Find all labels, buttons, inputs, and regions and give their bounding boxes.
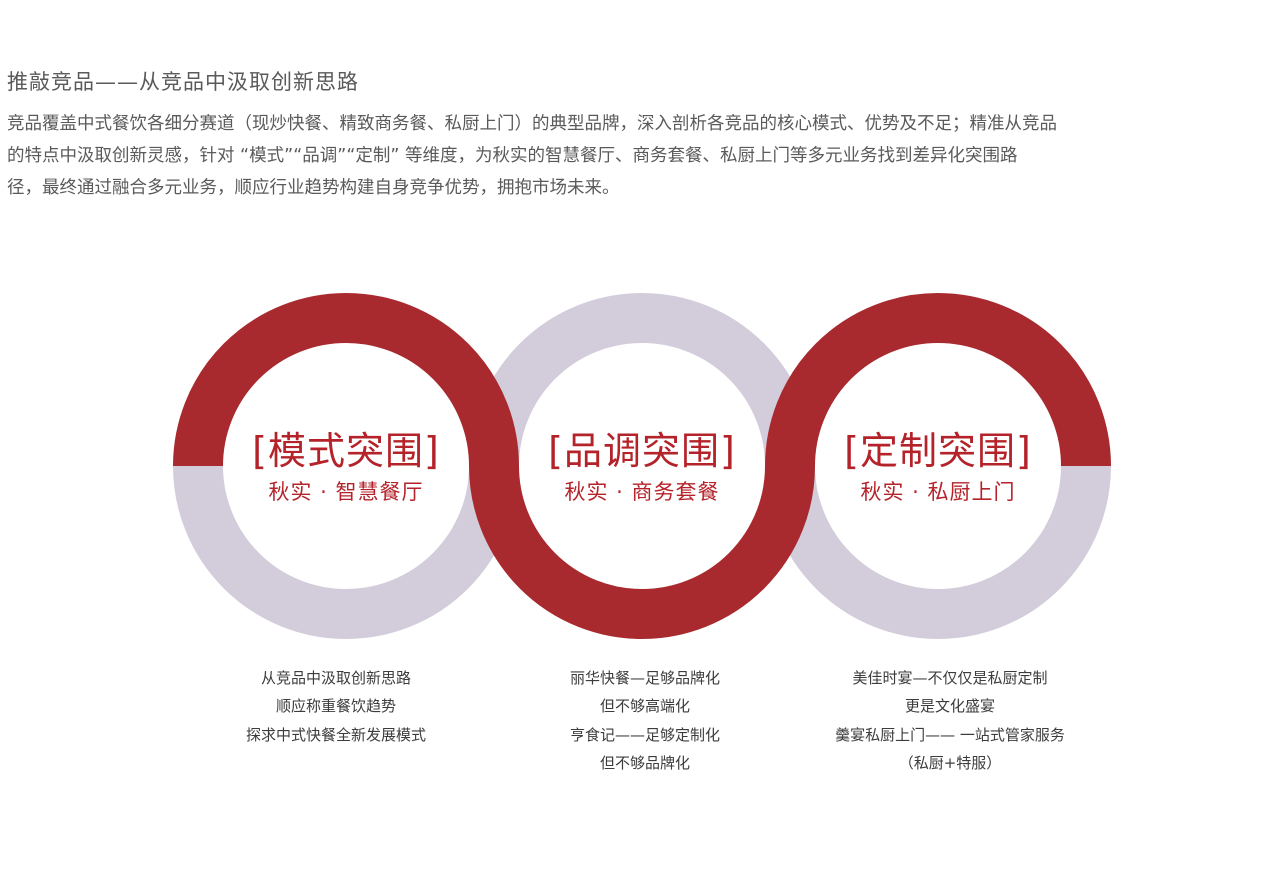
ring-2-title: [品调突围] <box>548 429 736 473</box>
ring-2-notes: 丽华快餐—足够品牌化 但不够高端化 亨食记——足够定制化 但不够品牌化 <box>485 664 805 777</box>
intro-line: 径，最终通过融合多元业务，顺应行业趋势构建自身竞争优势，拥抱市场未来。 <box>7 178 620 198</box>
intro-paragraph: 竞品覆盖中式餐饮各细分赛道（现炒快餐、精致商务餐、私厨上门）的典型品牌，深入剖析… <box>7 108 1281 204</box>
note-line: 从竞品中汲取创新思路 <box>260 669 411 687</box>
ring-3-upper-arc <box>765 293 1111 467</box>
note-line: 丽华快餐—足够品牌化 <box>569 669 720 687</box>
note-line: 更是文化盛宴 <box>904 697 995 716</box>
note-line: （私厨+特服） <box>898 753 1002 772</box>
note-line: 但不够品牌化 <box>599 753 690 772</box>
ring-3-subtitle: 秋实 · 私厨上门 <box>860 480 1016 504</box>
page-title: 推敲竞品——从竞品中汲取创新思路 <box>7 70 359 94</box>
note-line: 顺应称重餐饮趋势 <box>275 697 396 716</box>
intro-line: 的特点中汲取创新灵感，针对 “模式”“品调”“定制” 等维度，为秋实的智慧餐厅、… <box>7 146 1018 166</box>
note-line: 但不够高端化 <box>599 697 690 716</box>
intro-line: 竞品覆盖中式餐饮各细分赛道（现炒快餐、精致商务餐、私厨上门）的典型品牌，深入剖析… <box>7 114 1057 134</box>
ring-3-lower-arc <box>765 465 1111 639</box>
ring-2-label: [品调突围] 秋实 · 商务套餐 <box>512 428 772 507</box>
ring-3-title: [定制突围] <box>844 429 1032 473</box>
ring-2-upper-arc <box>469 293 815 467</box>
ring-1-notes: 从竞品中汲取创新思路 顺应称重餐饮趋势 探求中式快餐全新发展模式 <box>176 664 496 749</box>
ring-2-lower-arc <box>469 465 815 639</box>
ring-1-lower-arc <box>173 465 519 639</box>
ring-3-label: [定制突围] 秋实 · 私厨上门 <box>808 428 1068 507</box>
note-line: 美佳时宴—不仅仅是私厨定制 <box>852 669 1048 687</box>
ring-3-notes: 美佳时宴—不仅仅是私厨定制 更是文化盛宴 羹宴私厨上门—— 一站式管家服务 （私… <box>790 664 1110 777</box>
note-line: 羹宴私厨上门—— 一站式管家服务 <box>835 725 1065 744</box>
ring-1-upper-arc <box>173 293 519 467</box>
ring-1-label: [模式突围] 秋实 · 智慧餐厅 <box>216 428 476 507</box>
note-line: 亨食记——足够定制化 <box>569 725 720 744</box>
ring-1-title: [模式突围] <box>252 429 440 473</box>
ring-2-subtitle: 秋实 · 商务套餐 <box>564 480 720 504</box>
note-line: 探求中式快餐全新发展模式 <box>245 725 426 744</box>
ring-1-subtitle: 秋实 · 智慧餐厅 <box>268 480 424 504</box>
